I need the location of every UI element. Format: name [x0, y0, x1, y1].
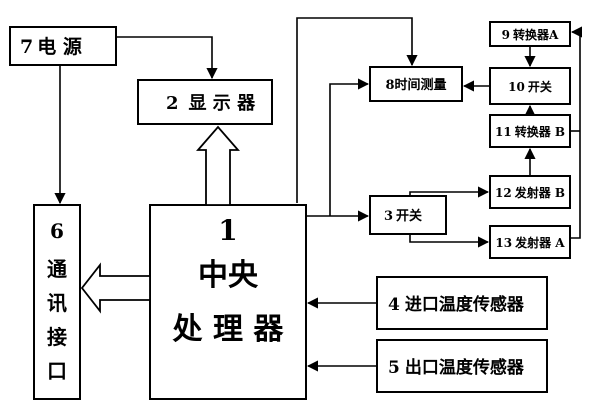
power-to-display-line [116, 36, 218, 80]
comm-interface-block: 6 通 讯 接 口 [33, 204, 81, 400]
svg-text:7电 源: 7电 源 [20, 35, 82, 58]
svg-text:口: 口 [47, 359, 67, 383]
time-measure-block: 8时间测量 [369, 66, 463, 102]
cpu-block: 1 中央 处 理 器 [149, 204, 307, 400]
svg-text:2显 示 器: 2显 示 器 [166, 93, 256, 114]
switch3-to-emitter-a-line [409, 234, 490, 248]
svg-text:接: 接 [47, 325, 67, 349]
svg-text:通: 通 [47, 257, 67, 281]
emitter-a-to-converter-a-line [570, 26, 583, 239]
svg-text:处 理 器: 处 理 器 [172, 312, 285, 347]
cpu-to-display-arrow [196, 125, 240, 206]
svg-text:中央: 中央 [198, 258, 259, 293]
svg-text:8时间测量: 8时间测量 [385, 77, 446, 93]
svg-text:3开关: 3开关 [384, 208, 422, 224]
cpu-to-comm-arrow [80, 262, 151, 314]
branch-to-time-line [329, 78, 370, 216]
cpu-to-time-line [296, 17, 418, 203]
svg-text:1: 1 [218, 214, 237, 247]
switch3-to-emitter-b-line [409, 186, 490, 198]
svg-text:6: 6 [50, 219, 64, 243]
svg-text:讯: 讯 [47, 291, 67, 315]
